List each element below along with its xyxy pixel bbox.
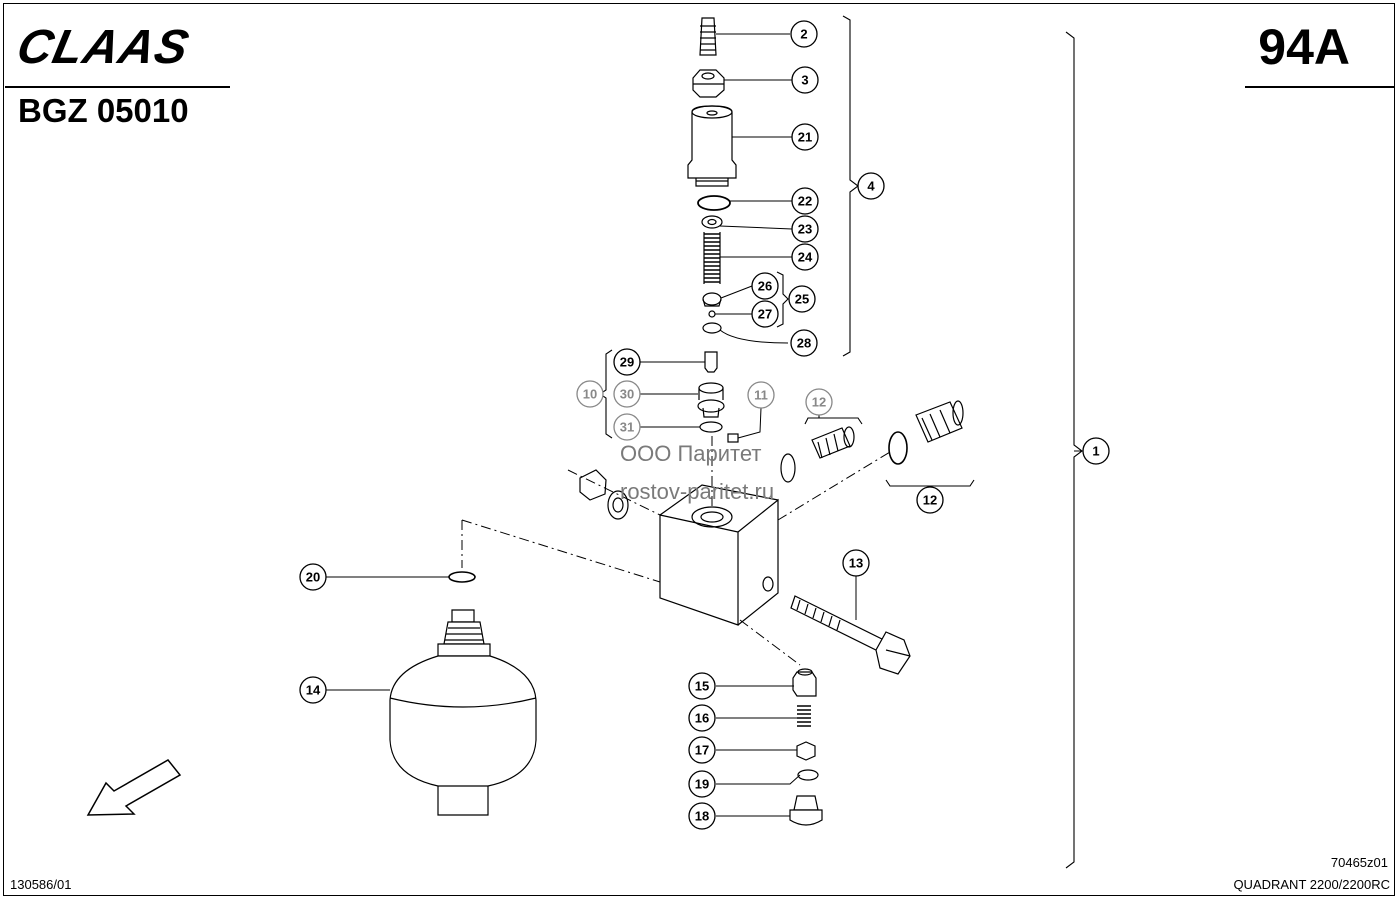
part-washer-23 [701, 215, 723, 229]
part-spring-16 [797, 705, 811, 727]
machine-model: QUADRANT 2200/2200RC [1233, 877, 1390, 892]
svg-text:15: 15 [695, 679, 709, 694]
svg-text:16: 16 [695, 711, 709, 726]
svg-text:22: 22 [798, 194, 812, 209]
callout-10: 10 [576, 380, 604, 408]
svg-text:14: 14 [306, 683, 321, 698]
part-ring-28 [702, 322, 722, 334]
callout-24: 24 [791, 243, 819, 271]
watermark-company: ООО Паритет [620, 441, 762, 466]
callout-14: 14 [299, 676, 327, 704]
svg-text:2: 2 [800, 27, 807, 42]
svg-text:18: 18 [695, 809, 709, 824]
callout-23: 23 [791, 215, 819, 243]
callout-12-lower: 12 [916, 486, 944, 514]
sheet-border [3, 3, 1395, 896]
part-valve-body [687, 105, 737, 187]
part-nut [692, 69, 725, 98]
svg-text:10: 10 [583, 387, 597, 402]
callout-29: 29 [613, 348, 641, 376]
watermark-website: rostov-paritet.ru [620, 479, 775, 504]
svg-text:23: 23 [798, 222, 812, 237]
callout-11: 11 [747, 381, 775, 409]
svg-text:29: 29 [620, 355, 634, 370]
svg-text:24: 24 [798, 250, 813, 265]
part-plug-15 [792, 668, 817, 697]
part-nut-left [579, 469, 629, 520]
svg-text:11: 11 [754, 388, 768, 403]
svg-text:12: 12 [812, 395, 826, 410]
callout-15: 15 [688, 672, 716, 700]
part-fitting-12b [888, 400, 964, 465]
assembly-center-lines [461, 436, 891, 666]
callout-22: 22 [791, 187, 819, 215]
page-number: 94A [1258, 19, 1350, 75]
svg-text:3: 3 [801, 73, 808, 88]
part-o-ring-22 [697, 195, 731, 211]
svg-text:20: 20 [306, 570, 320, 585]
callout-17: 17 [688, 736, 716, 764]
part-spring-24 [703, 232, 721, 284]
callout-25: 25 [788, 285, 816, 313]
part-valve-block [659, 484, 779, 626]
part-bolt-13 [790, 595, 911, 675]
callout-16: 16 [688, 704, 716, 732]
svg-text:31: 31 [620, 420, 634, 435]
part-ring-19 [797, 769, 819, 781]
part-drawings [86, 17, 964, 826]
callout-18: 18 [688, 802, 716, 830]
svg-text:17: 17 [695, 743, 709, 758]
callout-1: 1 [1082, 437, 1110, 465]
part-stud [699, 17, 717, 56]
part-pin-29 [704, 351, 718, 373]
part-ball-27 [708, 310, 716, 318]
callout-27: 27 [751, 300, 779, 328]
part-washer-31 [699, 421, 723, 433]
document-code: BGZ 05010 [18, 92, 189, 129]
svg-text:21: 21 [798, 130, 812, 145]
svg-text:28: 28 [797, 336, 811, 351]
svg-text:12: 12 [923, 493, 937, 508]
part-fitting-12a [780, 426, 855, 483]
svg-text:4: 4 [867, 179, 875, 194]
part-plug-18 [789, 795, 823, 826]
callout-28: 28 [790, 329, 818, 357]
footer-left-code: 130586/01 [10, 877, 72, 892]
part-nut-17 [796, 741, 816, 761]
callout-19: 19 [688, 770, 716, 798]
header-rule-left [5, 86, 230, 88]
part-o-ring-20 [448, 571, 476, 583]
svg-text:13: 13 [849, 556, 863, 571]
callout-26: 26 [751, 272, 779, 300]
direction-arrow-icon [86, 759, 182, 816]
callout-3: 3 [791, 66, 819, 94]
callout-4: 4 [857, 172, 885, 200]
callout-13: 13 [842, 549, 870, 577]
leader-lines [326, 33, 1082, 817]
svg-text:27: 27 [758, 307, 772, 322]
drawing-reference: 70465z01 [1330, 855, 1388, 870]
callout-31: 31 [613, 413, 641, 441]
callout-2: 2 [790, 20, 818, 48]
callout-21: 21 [791, 123, 819, 151]
svg-text:1: 1 [1092, 444, 1099, 459]
part-poppet-26 [702, 292, 722, 307]
svg-text:26: 26 [758, 279, 772, 294]
header-rule-right [1245, 86, 1395, 88]
svg-text:30: 30 [620, 387, 634, 402]
callout-labels: 1 2 3 4 21 22 23 24 26 25 27 28 29 10 30… [299, 20, 1110, 830]
part-seat-30 [697, 382, 725, 418]
svg-text:19: 19 [695, 777, 709, 792]
callout-12-upper: 12 [805, 388, 833, 416]
callout-30: 30 [613, 380, 641, 408]
part-accumulator-14 [389, 609, 537, 816]
callout-20: 20 [299, 563, 327, 591]
svg-text:25: 25 [795, 292, 809, 307]
